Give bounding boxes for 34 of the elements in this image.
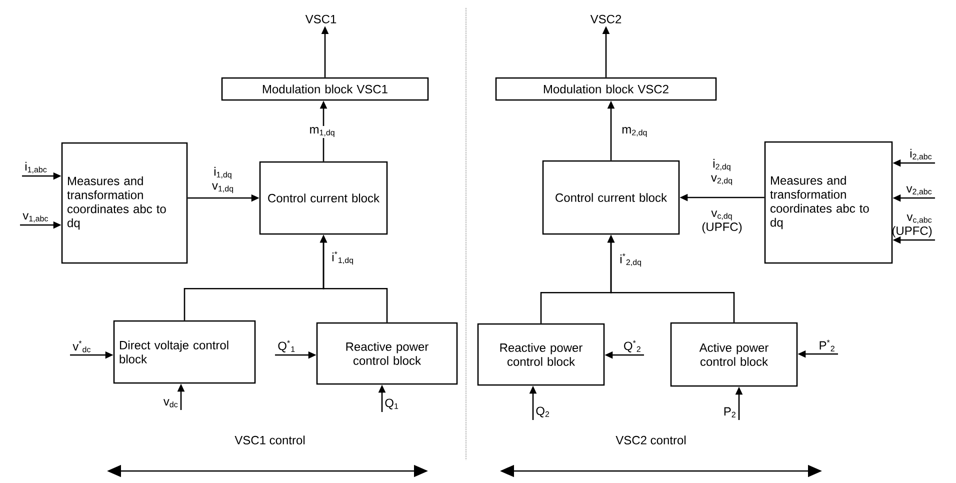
signal-label: v$^{*}$dc <box>72 340 90 352</box>
signal-label: v$_{2,abc}$ <box>906 186 932 196</box>
signal-label: P$^{*}$2 <box>820 340 834 352</box>
process-box: Direct voltaje control block <box>113 320 256 384</box>
edge-label: i$_{1,dq}$ v$_{1,dq}$ <box>202 166 244 194</box>
process-box: Modulation block VSC2 <box>495 77 717 101</box>
signal-label: VSC2 control <box>614 434 688 446</box>
signal-label: Q$^{*}$2 <box>624 340 640 352</box>
signal-label: P$_{2}$ <box>724 407 736 418</box>
process-box: Measures and transformation coordinates abc to dq <box>61 142 188 264</box>
signal-label: Q$^{*}$1 <box>278 340 295 352</box>
edge-label: i$_{2,dq}$ v$_{2,dq}$ <box>701 158 743 186</box>
process-box: Active power control block <box>670 322 798 387</box>
process-box: Modulation block VSC1 <box>221 77 429 101</box>
edge-label: i$^{*}$1,dq <box>330 250 355 266</box>
process-box: Control current block <box>259 161 388 235</box>
process-box: Reactive power control block <box>477 323 605 386</box>
signal-label: i$_{2,abc}$ <box>910 148 932 160</box>
signal-label: v$_{c,dq}$ (UPFC) <box>691 210 753 234</box>
signal-label: v$_{c,abc}$ (UPFC) <box>892 214 932 238</box>
process-box: Measures and transformation coordinates abc to dq <box>764 141 893 264</box>
process-box: Reactive power control block <box>316 322 458 385</box>
signal-label: v$_{dc}$ <box>163 399 178 408</box>
edge-label: m$_{2,dq}$ <box>620 126 649 138</box>
signal-label: VSC2 <box>590 14 622 24</box>
signal-label: VSC1 <box>305 14 336 24</box>
edge-label: m$_{1,dq}$ <box>308 126 336 138</box>
signal-label: Q$_{2}$ <box>536 406 550 418</box>
signal-label: i$_{1,abc}$ <box>25 162 47 174</box>
signal-label: v$_{1,abc}$ <box>22 213 48 222</box>
edge-label: i$^{*}$2,dq <box>618 252 643 268</box>
signal-label: VSC1 control <box>234 434 306 446</box>
process-box: Control current block <box>542 160 680 235</box>
signal-label: Q$_{1}$ <box>385 398 398 410</box>
